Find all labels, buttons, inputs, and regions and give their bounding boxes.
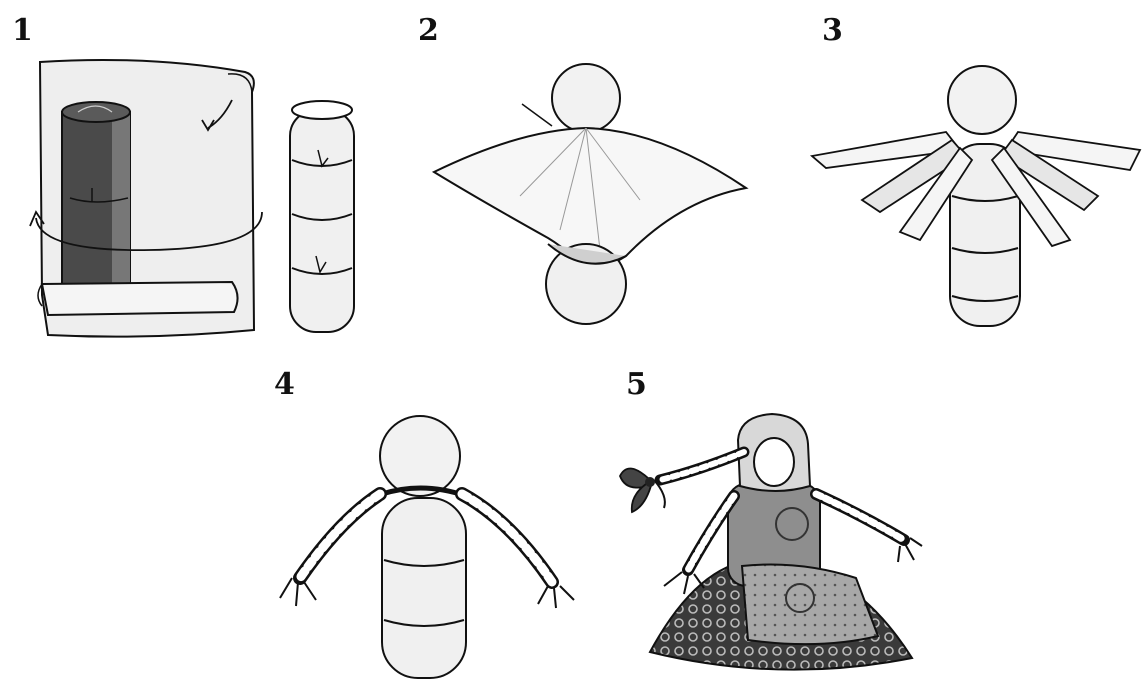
- fabric-bottom-fold: [38, 282, 238, 315]
- rolled-fabric: [62, 102, 130, 284]
- hair-braid: [660, 452, 744, 480]
- doll-head: [552, 64, 620, 132]
- step-3-illustration: [812, 66, 1140, 326]
- right-braided-arm: [462, 494, 574, 608]
- finished-doll: [620, 414, 922, 670]
- step-2-illustration: [434, 64, 746, 324]
- right-braid: [816, 494, 922, 562]
- rolled-body-segments: [290, 101, 354, 332]
- doll-head: [380, 416, 460, 496]
- step-4-illustration: [280, 416, 574, 678]
- doll-head: [948, 66, 1016, 134]
- step-5-illustration: [620, 414, 922, 670]
- face: [754, 438, 794, 486]
- apron: [742, 565, 878, 645]
- step-1-illustration: [30, 60, 354, 337]
- left-braided-arm: [280, 494, 380, 606]
- doll-body: [382, 498, 466, 678]
